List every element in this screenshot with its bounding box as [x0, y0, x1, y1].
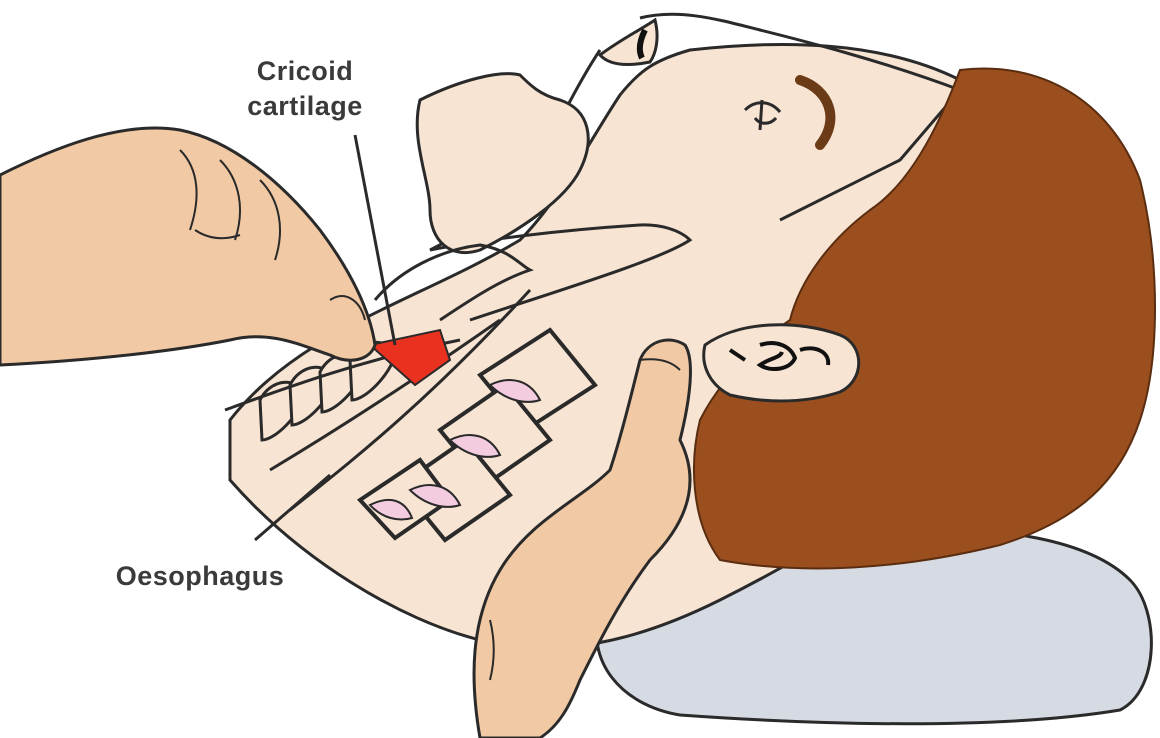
pressing-hand	[0, 128, 375, 365]
oesophagus-label: Oesophagus	[116, 561, 285, 591]
nose	[600, 20, 657, 64]
cricoid-label-line1: Cricoid	[257, 56, 354, 86]
cricoid-label-line2: cartilage	[247, 91, 363, 121]
ear	[704, 325, 859, 401]
